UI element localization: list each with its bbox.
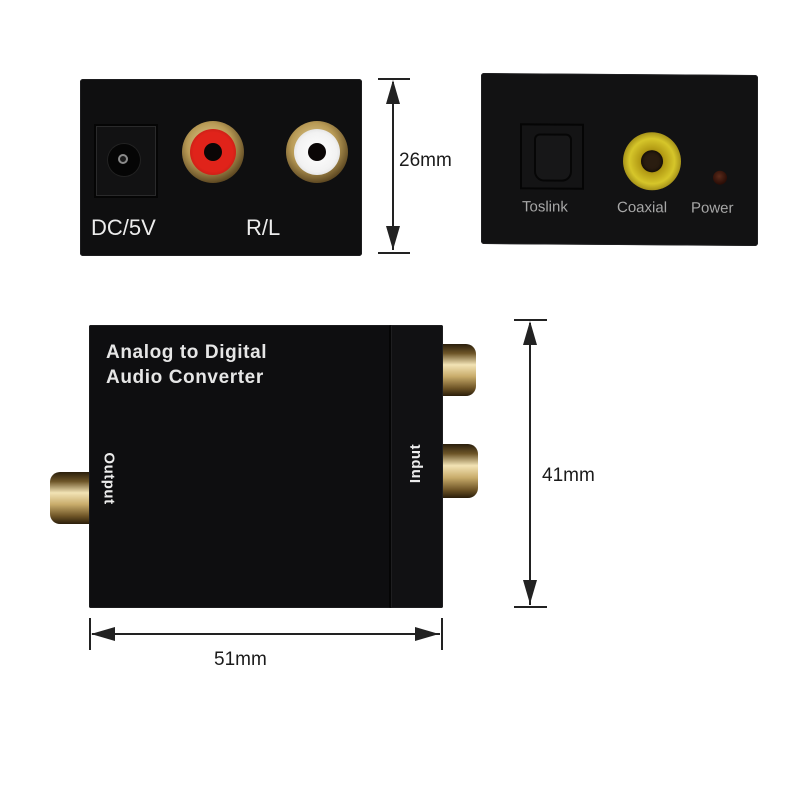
analog-input-panel: DC/5V R/L [80,79,362,256]
power-label: Power [691,199,734,217]
arrow-up-icon [523,321,537,345]
dim-26mm-bottom-tick [378,252,410,254]
dim-26mm-label: 26mm [399,150,452,171]
dim-51mm-label: 51mm [214,649,267,670]
arrow-up-icon [386,80,400,104]
output-label: Output [100,452,118,505]
dc-5v-label: DC/5V [91,215,156,240]
input-rca-plug-bottom [440,444,478,498]
output-coaxial-plug [50,472,90,524]
dim-41mm-line [529,323,531,605]
dim-51mm-left-tick [89,618,91,650]
toslink-flap [534,133,572,182]
product-title-line-1: Analog to Digital [106,342,268,363]
dc-power-jack [94,124,158,198]
toslink-port [520,123,584,190]
rca-right-socket [204,143,222,161]
converter-body-side: Input [389,325,443,608]
converter-body-front: Analog to Digital Audio Converter Output [89,325,391,608]
dim-41mm-bottom-tick [514,606,547,608]
rca-left-connector [286,121,348,183]
dim-51mm-line [92,633,440,635]
rca-left-socket [308,143,326,161]
arrow-right-icon [415,627,439,641]
arrow-down-icon [386,226,400,250]
digital-output-panel: Toslink Coaxial Power [481,73,758,246]
dim-41mm-top-tick [514,319,547,321]
product-title-line-2: Audio Converter [106,367,264,388]
input-label: Input [407,443,425,484]
dim-51mm-right-tick [441,618,443,650]
dim-26mm-line [392,82,394,250]
coaxial-label: Coaxial [617,198,668,217]
power-led-icon [713,170,727,185]
dim-41mm-label: 41mm [542,465,595,486]
arrow-down-icon [523,580,537,604]
dim-26mm-top-tick [378,78,410,80]
toslink-label: Toslink [522,198,568,216]
coaxial-port [623,132,681,191]
dc-jack-socket [108,144,140,176]
coaxial-socket [641,150,663,173]
input-rca-plug-top [440,344,476,396]
dc-jack-pin [118,154,128,164]
product-title: Analog to Digital Audio Converter [106,340,267,390]
arrow-left-icon [91,627,115,641]
rca-right-connector [182,121,244,183]
rl-label: R/L [246,215,281,240]
